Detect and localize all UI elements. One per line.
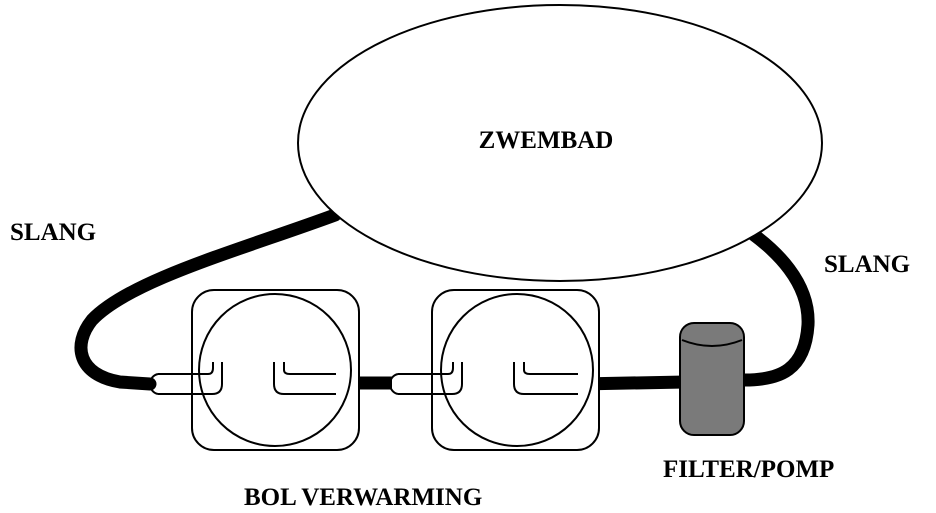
pool-ellipse [297, 4, 823, 282]
heater-2-outlet-pipe [513, 362, 578, 395]
pool-label: ZWEMBAD [479, 127, 614, 154]
heater-2-inlet-pipe [398, 362, 463, 395]
hose-left [74, 208, 342, 391]
heater-unit-2 [388, 289, 600, 451]
hose-right-label: SLANG [824, 251, 910, 278]
heater-1-outlet-pipe [273, 362, 336, 395]
filter-pump-label: FILTER/POMP [663, 456, 834, 483]
heater-1-inlet-pipe [158, 362, 223, 395]
heater-unit-1 [148, 289, 360, 451]
filter-pump-unit [679, 322, 745, 436]
hose-left-label: SLANG [10, 219, 96, 246]
heater-label: BOL VERWARMING [244, 484, 482, 511]
hose-right [728, 215, 815, 387]
